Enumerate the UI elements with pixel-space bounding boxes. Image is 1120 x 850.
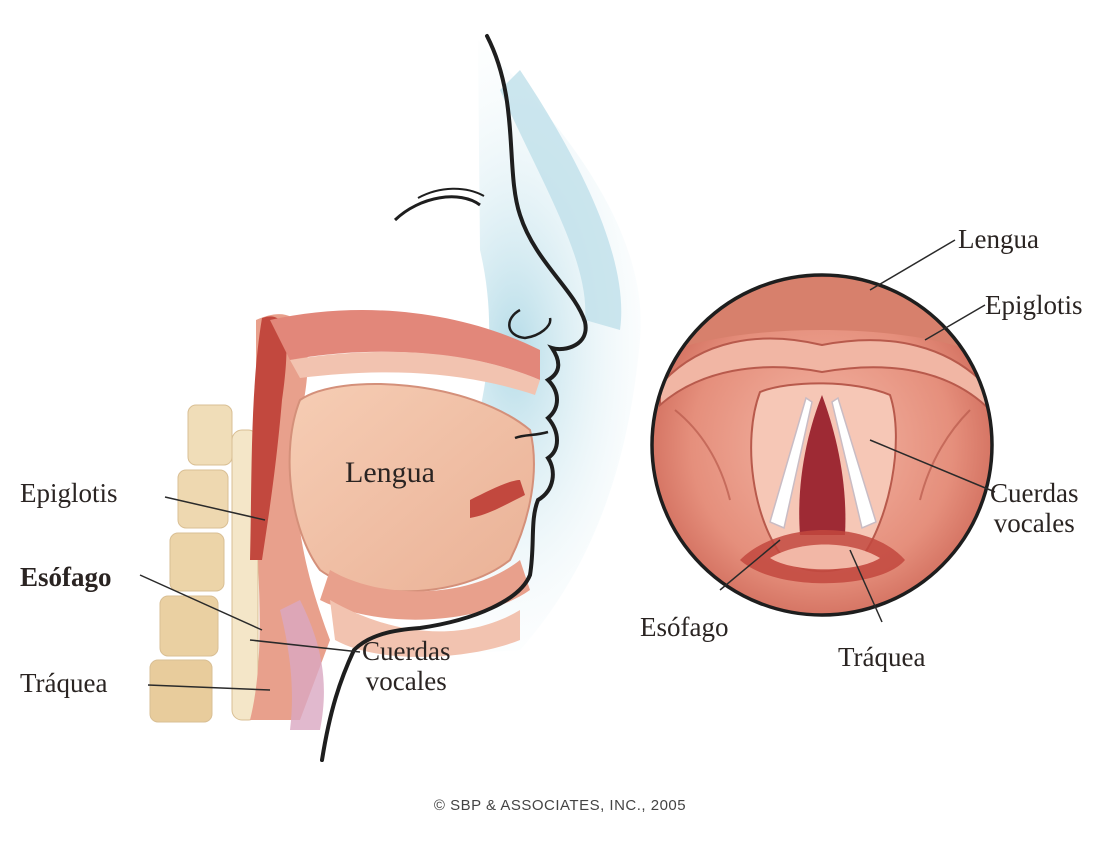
larynx-view	[652, 275, 992, 615]
label-epiglotis-side: Epiglotis	[20, 478, 118, 508]
label-esofago-larynx: Esófago	[640, 612, 728, 642]
label-cuerdas-larynx-line2: vocales	[990, 508, 1078, 538]
label-cuerdas-side-line1: Cuerdas	[362, 636, 450, 666]
label-cuerdas-side: Cuerdas vocales	[362, 636, 450, 696]
label-cuerdas-larynx: Cuerdas vocales	[990, 478, 1078, 538]
label-cuerdas-larynx-line1: Cuerdas	[990, 478, 1078, 508]
copyright-notice: © SBP & ASSOCIATES, INC., 2005	[0, 797, 1120, 814]
vertebrae	[150, 405, 258, 722]
label-esofago-side: Esófago	[20, 562, 112, 592]
eye	[395, 197, 480, 220]
label-traquea-larynx: Tráquea	[838, 642, 926, 672]
label-traquea-side: Tráquea	[20, 668, 108, 698]
label-lengua-larynx: Lengua	[958, 224, 1039, 254]
label-epiglotis-larynx: Epiglotis	[985, 290, 1083, 320]
label-cuerdas-side-line2: vocales	[362, 666, 450, 696]
label-lengua-side: Lengua	[345, 458, 435, 488]
